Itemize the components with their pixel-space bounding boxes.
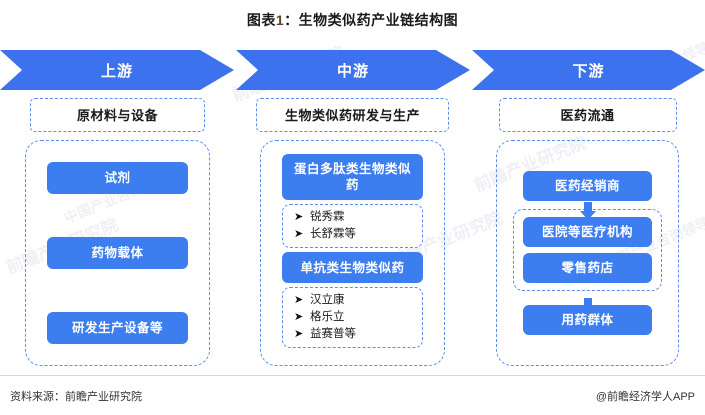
- list-item-label: 汉立康: [310, 294, 345, 306]
- stage-arrow-row: 上游 中游 下游: [0, 50, 705, 90]
- source-note: 资料来源：前瞻产业研究院: [10, 390, 142, 403]
- stage-chevron-upstream: 上游: [0, 50, 234, 90]
- upstream-item-reagent[interactable]: 试剂: [47, 162, 188, 195]
- list-item: ➤ 汉立康: [294, 292, 422, 309]
- stage-label-midstream: 中游: [336, 62, 369, 80]
- stage-label-upstream: 上游: [100, 62, 133, 80]
- page-title: 图表1：生物类似药产业链结构图: [0, 0, 705, 29]
- list-item-label: 格乐立: [310, 311, 345, 323]
- column-midstream: 生物类似药研发与生产 蛋白多肽类生物类似药 ➤ 锐秀霖 ➤ 长舒霖等 单抗类生物…: [235, 98, 470, 366]
- list-item-label: 益赛普等: [310, 328, 356, 340]
- bullet-arrow-icon: ➤: [294, 228, 304, 240]
- bullet-arrow-icon: ➤: [294, 294, 304, 306]
- list-item: ➤ 长舒霖等: [294, 226, 422, 243]
- downstream-item-retail-pharmacy[interactable]: 零售药店: [523, 253, 652, 283]
- title-separator: ：: [284, 12, 299, 28]
- upstream-item-equipment[interactable]: 研发生产设备等: [47, 311, 188, 344]
- column-body-upstream: 试剂 药物载体 研发生产设备等: [25, 140, 210, 366]
- midstream-bullet-list-protein-peptide: ➤ 锐秀霖 ➤ 长舒霖等: [282, 204, 423, 248]
- downstream-channel-group: 医院等医疗机构 零售药店: [513, 209, 662, 291]
- column-downstream: 医药流通 医药经销商 医院等医疗机构 零售药店 用药群体: [470, 98, 705, 366]
- title-text: 生物类似药产业链结构图: [298, 12, 459, 28]
- downstream-item-distributor[interactable]: 医药经销商: [523, 171, 652, 201]
- title-prefix: 图表: [246, 12, 276, 28]
- bullet-arrow-icon: ➤: [294, 328, 304, 340]
- list-item: ➤ 格乐立: [294, 309, 422, 326]
- bullet-arrow-icon: ➤: [294, 211, 304, 223]
- title-number: 1: [275, 12, 285, 28]
- list-item-label: 锐秀霖: [310, 211, 345, 223]
- column-body-downstream: 医药经销商 医院等医疗机构 零售药店 用药群体: [496, 140, 679, 366]
- downstream-item-hospital[interactable]: 医院等医疗机构: [523, 217, 652, 247]
- list-item-label: 长舒霖等: [310, 228, 356, 240]
- column-header-midstream: 生物类似药研发与生产: [256, 98, 449, 132]
- midstream-category-protein-peptide[interactable]: 蛋白多肽类生物类似药: [282, 154, 423, 200]
- bullet-arrow-icon: ➤: [294, 311, 304, 323]
- upstream-item-drug-carrier[interactable]: 药物载体: [47, 236, 188, 269]
- footer: 资料来源：前瞻产业研究院 @前瞻经济学人APP: [0, 375, 705, 415]
- list-item: ➤ 锐秀霖: [294, 209, 422, 226]
- stage-label-downstream: 下游: [572, 62, 605, 80]
- stage-chevron-midstream: 中游: [236, 50, 470, 90]
- stage-chevron-downstream: 下游: [472, 50, 705, 90]
- value-chain-columns: 原材料与设备 试剂 药物载体 研发生产设备等 生物类似药研发与生产 蛋白多肽类生…: [0, 98, 705, 366]
- midstream-bullet-list-monoclonal-antibody: ➤ 汉立康 ➤ 格乐立 ➤ 益赛普等: [282, 287, 423, 348]
- column-header-downstream: 医药流通: [498, 98, 677, 132]
- brand-note: @前瞻经济学人APP: [595, 390, 695, 403]
- midstream-category-monoclonal-antibody[interactable]: 单抗类生物类似药: [282, 252, 423, 283]
- column-body-midstream: 蛋白多肽类生物类似药 ➤ 锐秀霖 ➤ 长舒霖等 单抗类生物类似药 ➤ 汉立康: [260, 140, 445, 366]
- list-item: ➤ 益赛普等: [294, 326, 422, 343]
- column-header-upstream: 原材料与设备: [30, 98, 205, 132]
- column-upstream: 原材料与设备 试剂 药物载体 研发生产设备等: [0, 98, 235, 366]
